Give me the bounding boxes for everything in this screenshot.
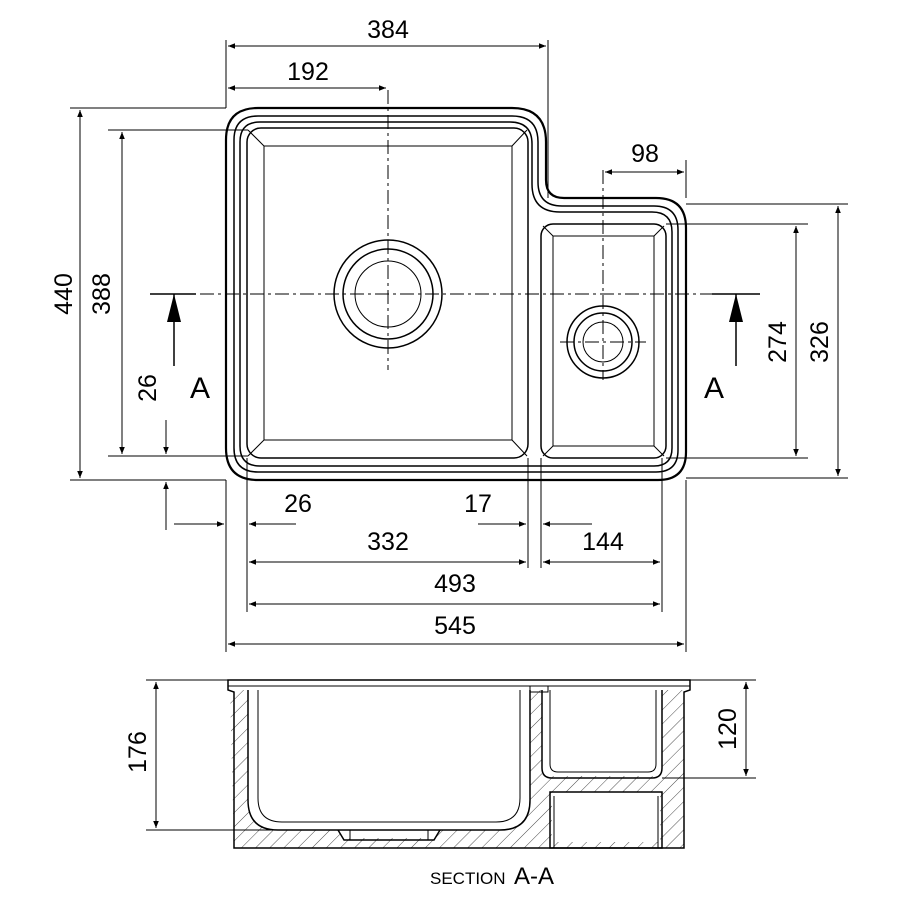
dim-326: 326: [806, 321, 834, 363]
section-caption-prefix: SECTION: [430, 869, 506, 888]
dim-176: 176: [124, 731, 152, 773]
small-bowl-floor: [552, 235, 655, 447]
dim-274: 274: [764, 321, 792, 363]
sink-outer-outline: [224, 106, 688, 482]
dim-26-vertical: 26: [134, 374, 162, 402]
section-caption: SECTION A-A: [430, 863, 554, 890]
dim-98: 98: [631, 140, 659, 168]
sink-rim-inner: [239, 121, 673, 467]
dim-332: 332: [367, 528, 409, 556]
dim-384: 384: [367, 16, 409, 44]
section-marker-right: A: [704, 372, 724, 405]
dim-440: 440: [50, 273, 78, 315]
plan-dimensions: 384 192 98 440 388 26 274 326: [50, 16, 848, 652]
section-caption-letters: A-A: [514, 863, 554, 890]
section-view: 176 120 SECTION A-A: [124, 679, 756, 890]
sink-rim-outline: [233, 115, 679, 473]
dim-17: 17: [464, 490, 492, 518]
dim-26-horizontal: 26: [284, 490, 312, 518]
dim-144: 144: [582, 528, 624, 556]
dim-120: 120: [714, 708, 742, 750]
plan-view: A A: [150, 90, 760, 482]
dim-388: 388: [88, 273, 116, 315]
dim-493: 493: [434, 570, 476, 598]
dim-192: 192: [287, 58, 329, 86]
dim-545: 545: [434, 612, 476, 640]
section-marker-left: A: [190, 372, 210, 405]
